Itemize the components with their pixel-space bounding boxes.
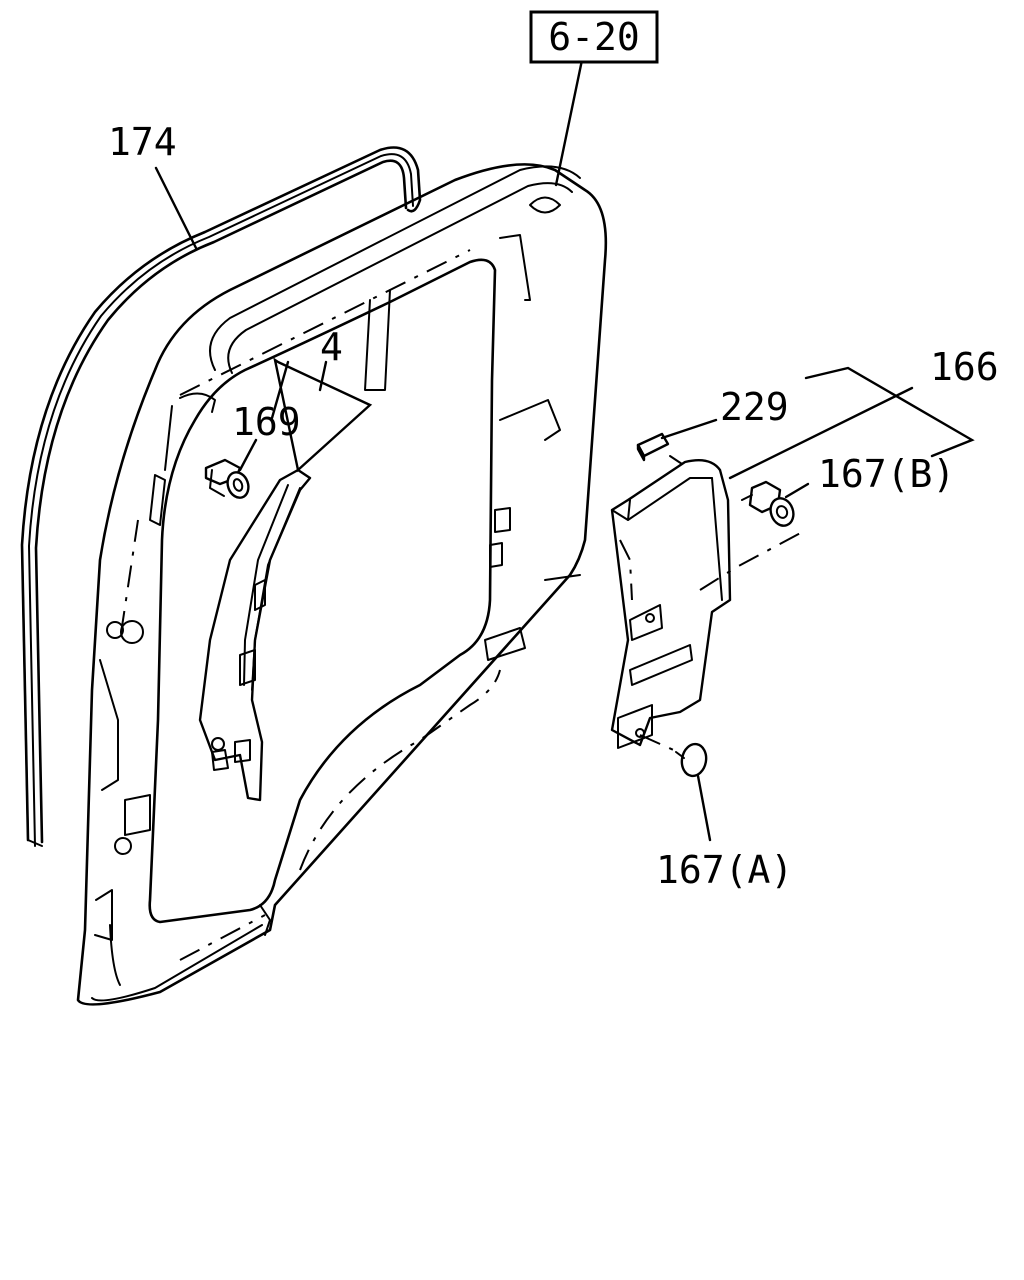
pillar-trim-4 <box>198 468 312 802</box>
leader-lines <box>154 58 975 842</box>
callout-174: 174 <box>108 120 177 164</box>
callout-167a: 167(A) <box>656 848 793 892</box>
door-panel <box>76 163 608 1006</box>
clip-167b <box>699 480 807 591</box>
weatherstrip-174 <box>20 146 422 847</box>
callout-169: 169 <box>232 400 301 444</box>
trim-panel-166 <box>610 459 732 749</box>
callout-6-20-label: 6-20 <box>548 15 640 59</box>
callout-167b: 167(B) <box>818 452 955 496</box>
callout-229: 229 <box>720 385 789 429</box>
clip-167a <box>635 728 708 778</box>
pad-229 <box>636 432 683 465</box>
callout-6-20: 6-20 <box>529 10 659 64</box>
clip-169 <box>204 458 250 499</box>
callout-4: 4 <box>320 325 343 369</box>
callout-166: 166 <box>930 345 999 389</box>
